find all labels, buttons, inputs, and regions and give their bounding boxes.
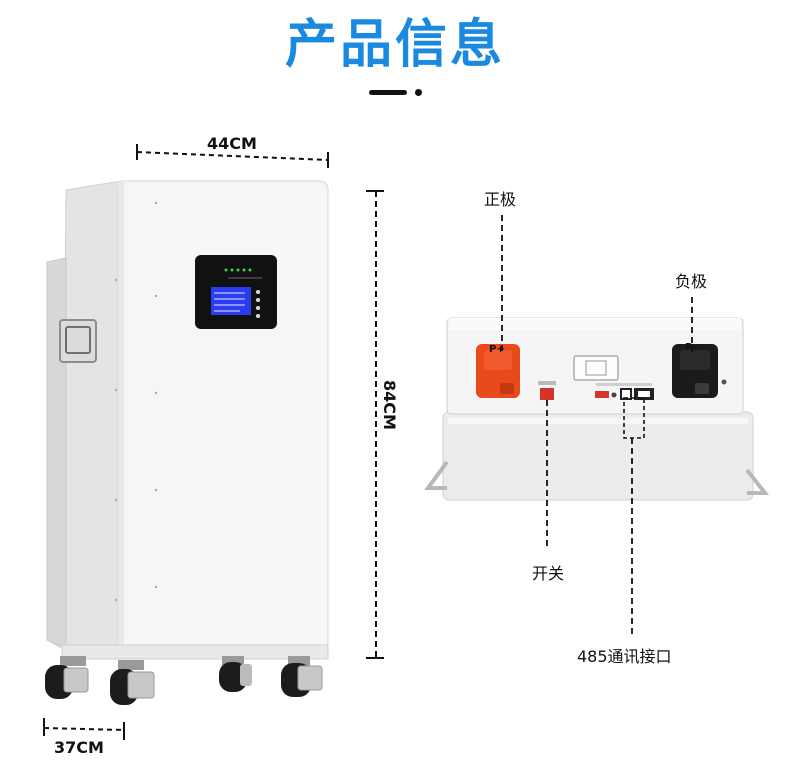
page-title: 产品信息 bbox=[284, 15, 505, 75]
title-underline-dot bbox=[415, 89, 422, 96]
width-dimension-line bbox=[136, 144, 329, 168]
negative-terminal-mark: P- bbox=[685, 342, 696, 353]
depth-dimension-line bbox=[43, 718, 125, 740]
switch-label: 开关 bbox=[532, 564, 565, 583]
positive-label: 正极 bbox=[484, 190, 517, 209]
battery-cabinet bbox=[46, 180, 329, 660]
height-dimension-line bbox=[366, 190, 384, 659]
caster-wheels bbox=[45, 656, 323, 705]
width-label: 44CM bbox=[207, 134, 257, 153]
depth-label: 37CM bbox=[54, 738, 104, 757]
height-label: 84CM bbox=[380, 380, 399, 430]
positive-terminal-mark: P+ bbox=[489, 344, 505, 355]
negative-label: 负极 bbox=[675, 272, 708, 291]
display-panel bbox=[195, 255, 277, 329]
callout-lines bbox=[501, 215, 693, 635]
title-underline bbox=[369, 90, 407, 95]
battery-module bbox=[424, 317, 770, 501]
comm-port-label: 485通讯接口 bbox=[577, 647, 672, 666]
